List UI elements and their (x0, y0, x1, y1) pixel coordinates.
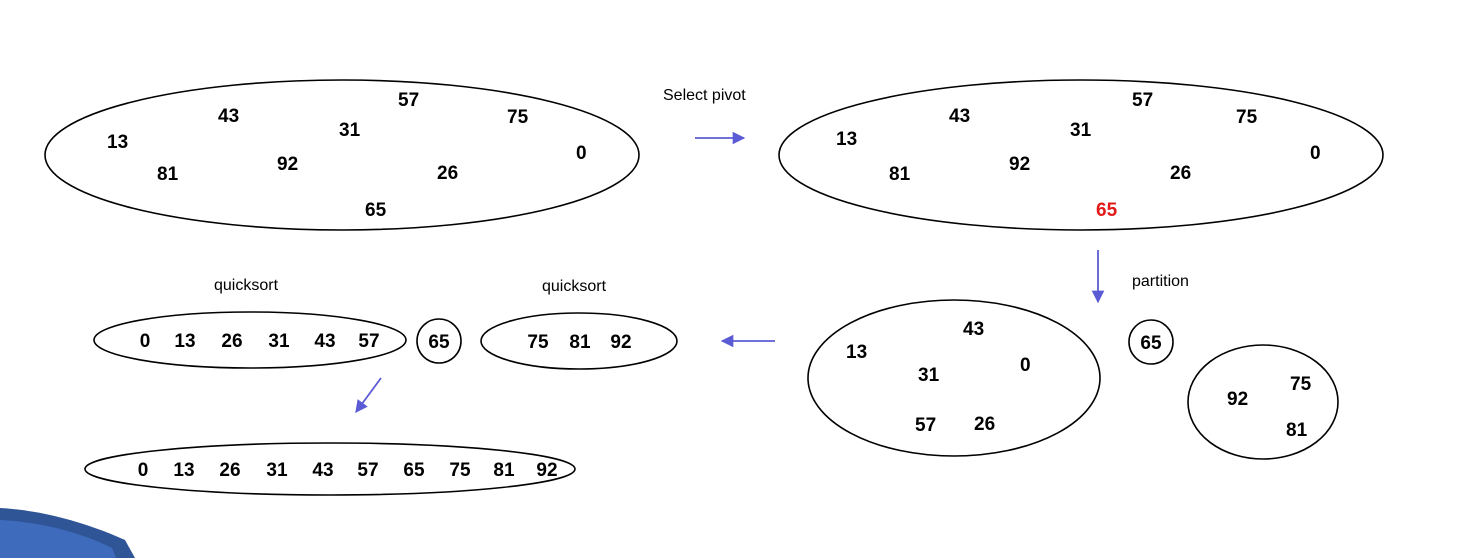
sorted-right-set: 75 81 92 (480, 312, 678, 370)
final-number: 0 (138, 460, 149, 481)
combine-arrow (355, 377, 382, 414)
initial-set: 13 43 31 57 75 81 92 26 0 65 (44, 79, 640, 231)
partition-left-set: 13 43 31 0 57 26 (807, 299, 1101, 457)
sorted-right-number: 81 (569, 332, 591, 353)
partition-left-number: 26 (974, 414, 995, 435)
sorted-right-number: 92 (610, 332, 631, 353)
sorted-right-ellipse (480, 312, 678, 370)
partition-left-number: 57 (915, 415, 936, 436)
partition-label: partition (1132, 273, 1189, 290)
pivot-selected-number: 31 (1070, 120, 1092, 141)
partition-right-number: 75 (1290, 374, 1312, 395)
sorted-left-number: 31 (268, 331, 290, 352)
final-number: 26 (219, 460, 240, 481)
sorted-left-number: 57 (358, 331, 379, 352)
initial-number: 26 (437, 163, 458, 184)
partition-left-number: 13 (846, 342, 867, 363)
initial-number: 13 (107, 132, 128, 153)
initial-number: 31 (339, 120, 361, 141)
pivot-selected-ellipse (778, 79, 1384, 231)
final-number: 43 (312, 460, 333, 481)
pivot-selected-number: 57 (1132, 90, 1153, 111)
sorted-left-number: 26 (221, 331, 242, 352)
quicksort-left-label: quicksort (214, 277, 279, 294)
final-sorted-set: 0 13 26 31 43 57 65 75 81 92 (84, 442, 576, 496)
sorted-left-ellipse (93, 311, 407, 369)
initial-number: 81 (157, 164, 179, 185)
final-number: 31 (266, 460, 288, 481)
partition-left-number: 0 (1020, 355, 1031, 376)
partition-left-ellipse (807, 299, 1101, 457)
initial-number: 57 (398, 90, 419, 111)
partition-right-number: 92 (1227, 389, 1248, 410)
sorted-left-number: 13 (174, 331, 195, 352)
sorted-left-number: 43 (314, 331, 335, 352)
initial-number: 43 (218, 106, 239, 127)
sorted-left-set: 0 13 26 31 43 57 (93, 311, 407, 369)
corner-band-highlight (0, 520, 116, 558)
pivot-selected-number: 92 (1009, 154, 1030, 175)
final-number: 13 (173, 460, 194, 481)
final-number: 92 (536, 460, 557, 481)
partition-left-number: 31 (918, 365, 940, 386)
initial-number: 0 (576, 143, 587, 164)
final-sorted-ellipse (84, 442, 576, 496)
pivot-selected-number: 26 (1170, 163, 1191, 184)
select-pivot-label: Select pivot (663, 87, 746, 104)
sorted-left-number: 0 (140, 331, 151, 352)
initial-number: 92 (277, 154, 298, 175)
partition-left-number: 43 (963, 319, 984, 340)
pivot-selected-number: 13 (836, 129, 857, 150)
final-number: 65 (403, 460, 425, 481)
partition-right-set: 92 75 81 (1187, 344, 1339, 460)
initial-set-ellipse (44, 79, 640, 231)
partition-right-ellipse (1187, 344, 1339, 460)
pivot-selected-number: 81 (889, 164, 911, 185)
final-number: 75 (449, 460, 471, 481)
pivot-selected-set: 13 43 31 57 75 81 92 26 0 65 (778, 79, 1384, 231)
final-number: 81 (493, 460, 515, 481)
sorted-pivot: 65 (416, 318, 462, 364)
initial-number: 75 (507, 107, 529, 128)
pivot-number-highlighted: 65 (1096, 200, 1118, 221)
pivot-selected-number: 75 (1236, 107, 1258, 128)
initial-number: 65 (365, 200, 387, 221)
pivot-selected-number: 0 (1310, 143, 1321, 164)
pivot-selected-number: 43 (949, 106, 970, 127)
sorted-pivot-number: 65 (428, 332, 450, 353)
partition-pivot-circle (1128, 319, 1174, 365)
partition-right-number: 81 (1286, 420, 1308, 441)
sorted-pivot-circle (416, 318, 462, 364)
sorted-right-number: 75 (527, 332, 549, 353)
partition-pivot-number: 65 (1140, 333, 1162, 354)
partition-pivot: 65 (1128, 319, 1174, 365)
quicksort-right-label: quicksort (542, 278, 607, 295)
final-number: 57 (357, 460, 378, 481)
